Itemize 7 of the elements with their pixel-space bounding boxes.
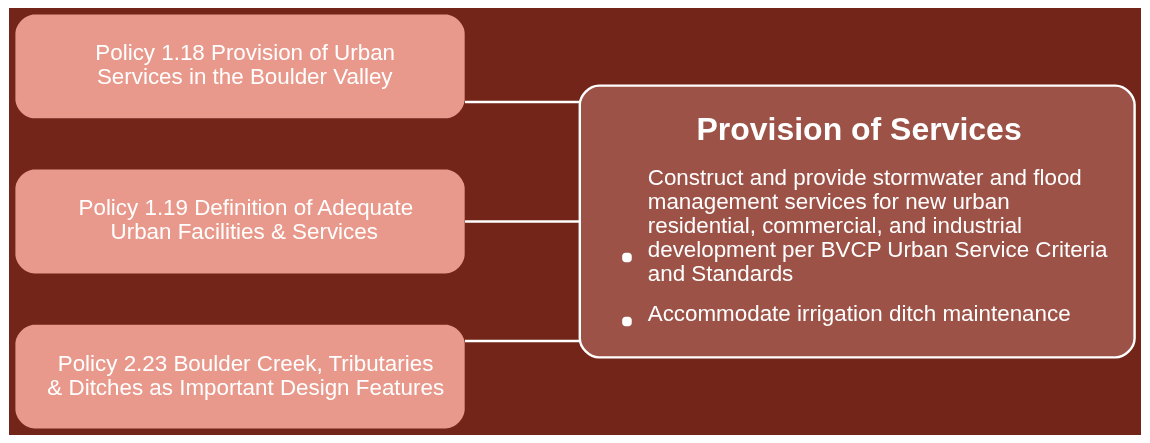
node-box: Policy 1.19 Definition of Adequate Urban Facilities & Services: [15, 169, 465, 274]
node-box: Provision of Services Construct and provide stormwater and flood management services for new urban residential, commercial, and industrial development per BVCP Urban Service Criteria and Standards Accommodate irrigation ditch maintenance: [578, 84, 1136, 359]
connector: [465, 339, 580, 343]
connector: [465, 220, 580, 223]
node-box: Policy 2.23 Boulder Creek, Tributaries & Ditches as Important Design Features: [15, 324, 465, 429]
node-box: Policy 1.18 Provision of Urban Services in the Boulder Valley: [15, 14, 465, 119]
connector: [465, 100, 580, 104]
